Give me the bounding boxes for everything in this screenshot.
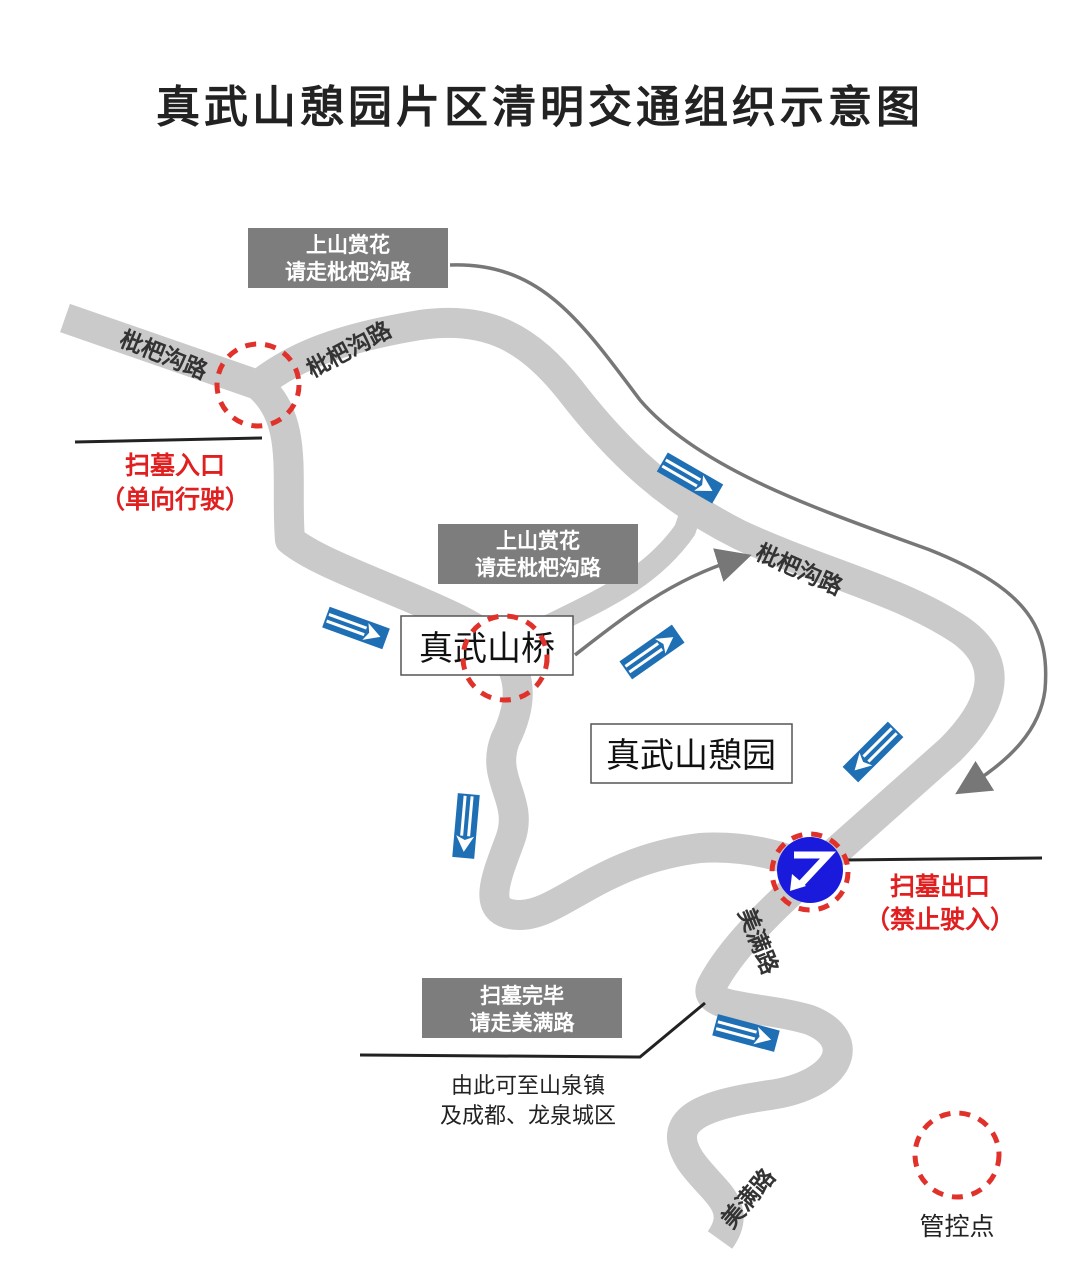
svg-text:请走美满路: 请走美满路 [470, 1011, 576, 1035]
exit-label: 扫墓出口 [890, 872, 990, 901]
notice-bottom: 扫墓完毕 请走美满路 [422, 978, 622, 1038]
notice-middle: 上山赏花 请走枇杷沟路 [438, 524, 638, 584]
legend-control-point-label: 管控点 [919, 1212, 994, 1241]
control-point-ring [769, 831, 851, 913]
direction-arrow-icon [452, 793, 480, 859]
direction-arrow-icon [619, 624, 685, 680]
destination-line1: 由此可至山泉镇 [451, 1074, 605, 1099]
svg-text:扫墓完毕: 扫墓完毕 [480, 984, 564, 1008]
legend-control-point-icon [912, 1110, 1002, 1200]
destination-line2: 及成都、龙泉城区 [440, 1104, 616, 1129]
svg-text:上山赏花: 上山赏花 [496, 529, 580, 553]
direction-arrow-icon [842, 721, 904, 783]
notice-top: 上山赏花 请走枇杷沟路 [248, 228, 448, 288]
flow-arrow-bridge [573, 548, 752, 657]
road-inner-loop [247, 373, 822, 930]
svg-text:真武山桥: 真武山桥 [419, 629, 555, 669]
control-point-ring [214, 341, 302, 429]
map-title: 真武山憩园片区清明交通组织示意图 [156, 82, 924, 133]
svg-text:真武山憩园: 真武山憩园 [606, 736, 776, 776]
direction-arrow-icon [322, 606, 390, 650]
entrance-note: （单向行驶） [100, 485, 250, 514]
park-label: 真武山憩园 [590, 723, 793, 784]
entrance-pointer-line [74, 436, 263, 444]
flow-arrow-bypass [449, 263, 1048, 795]
meiman-pointer-line [359, 1001, 706, 1059]
control-point-ring [460, 613, 550, 703]
road-meiman [667, 858, 853, 1249]
svg-text:上山赏花: 上山赏花 [306, 233, 390, 257]
road-pipa-main [60, 303, 1005, 882]
exit-note: （禁止驶入） [865, 905, 1015, 934]
svg-text:请走枇杷沟路: 请走枇杷沟路 [285, 260, 412, 284]
road-label-pipa-west: 枇杷沟路 [116, 326, 212, 386]
exit-pointer-line [844, 856, 1043, 862]
svg-text:请走枇杷沟路: 请走枇杷沟路 [475, 556, 602, 580]
entrance-label: 扫墓入口 [125, 451, 225, 480]
turn-sign-icon [777, 837, 843, 903]
